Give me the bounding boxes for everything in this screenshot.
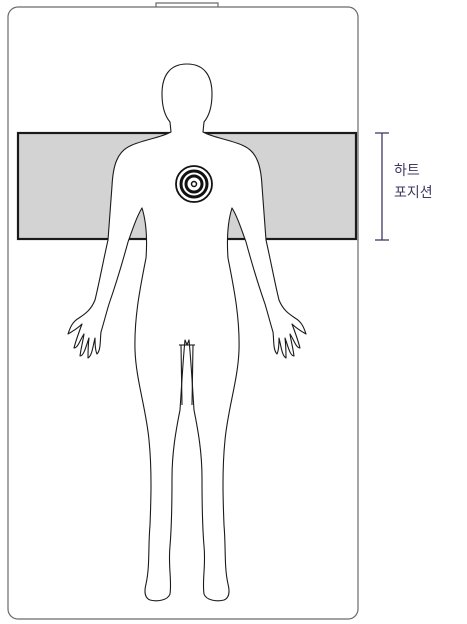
heart-position-label-line1: 하트 [394,160,433,182]
heart-position-label-line2: 포지션 [394,182,433,204]
heart-zone-bracket [375,133,389,240]
heart-position-label: 하트 포지션 [394,160,433,204]
